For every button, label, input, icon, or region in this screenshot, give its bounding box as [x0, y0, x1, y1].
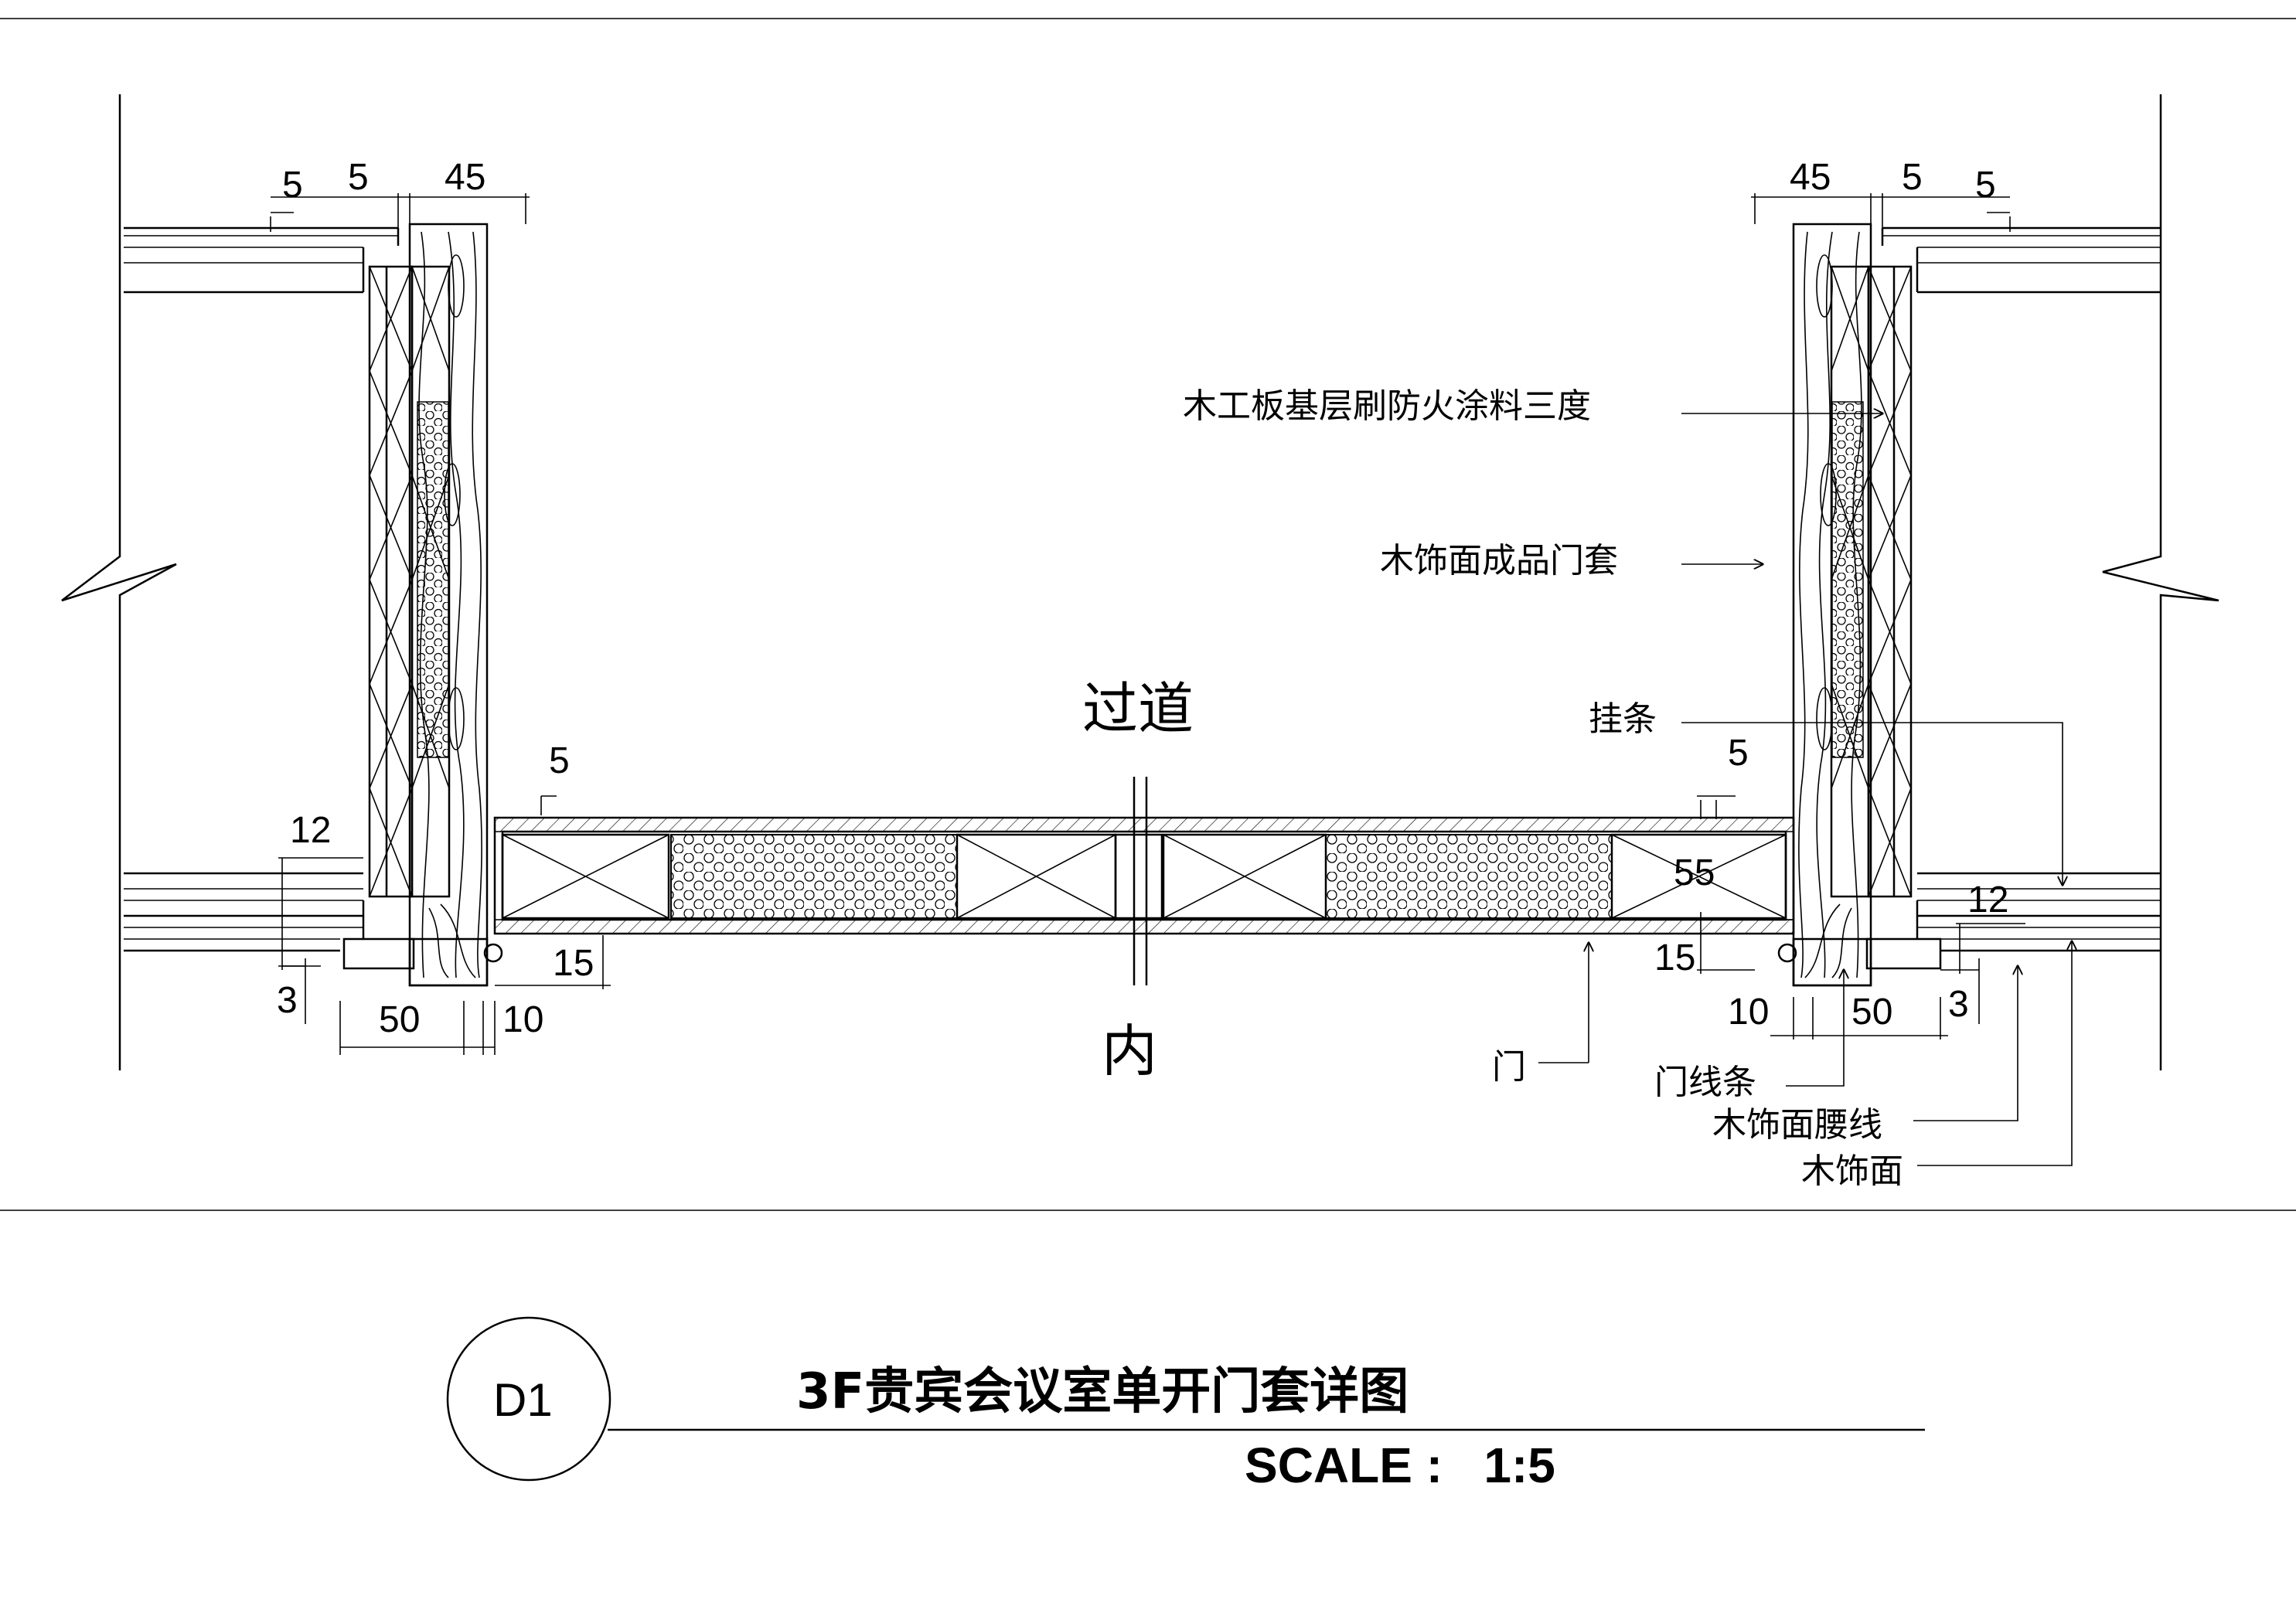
dim-left-10: 10	[502, 999, 543, 1040]
dim-right-10: 10	[1728, 992, 1769, 1033]
dim-right-50: 50	[1851, 992, 1892, 1033]
dim-right-top-5b: 5	[1975, 165, 1996, 206]
door-casing-note: 木饰面成品门套	[1380, 541, 1618, 580]
dim-left-top-5b: 5	[348, 157, 369, 198]
dim-right-15: 15	[1654, 937, 1695, 978]
dim-right-top-5a: 5	[1902, 157, 1923, 198]
detail-code-circle	[446, 1316, 611, 1482]
hanging-strip-note: 挂条	[1589, 699, 1657, 739]
inside-label: 内	[1102, 1019, 1157, 1084]
wood-veneer-note: 木饰面	[1801, 1152, 1903, 1191]
right-wall-section	[1777, 94, 2219, 1070]
door-trim-note: 门线条	[1654, 1063, 1756, 1102]
dim-left-50: 50	[379, 999, 420, 1040]
dim-right-12: 12	[1967, 880, 2008, 920]
dimension-lines	[270, 193, 2025, 1055]
dim-left-15: 15	[553, 943, 594, 984]
dim-left-top-5a: 5	[282, 165, 303, 206]
dim-right-55: 55	[1674, 852, 1715, 893]
drawing-title: 3F贵宾会议室单开门套详图	[796, 1363, 1409, 1421]
detail-code: D1	[493, 1374, 553, 1426]
annotation-leaders	[1538, 413, 2072, 1166]
dim-right-top-45: 45	[1790, 157, 1831, 198]
dim-right-3: 3	[1948, 984, 1969, 1025]
door-note: 门	[1492, 1047, 1526, 1087]
dim-left-12: 12	[290, 810, 331, 851]
fireproof-note: 木工板基层刷防火涂料三度	[1183, 386, 1591, 426]
door-leaf-section	[493, 777, 1795, 985]
dim-right-door-5: 5	[1728, 733, 1749, 774]
title-block	[446, 1316, 1925, 1482]
dim-left-top-45: 45	[445, 157, 485, 198]
left-wall-section	[61, 94, 503, 1070]
drawing-scale: SCALE : 1:5	[1245, 1438, 1555, 1493]
wainscot-note: 木饰面腰线	[1712, 1105, 1882, 1145]
dim-left-door-5: 5	[549, 740, 570, 781]
passage-label: 过道	[1082, 676, 1194, 741]
dim-left-3: 3	[277, 980, 298, 1021]
